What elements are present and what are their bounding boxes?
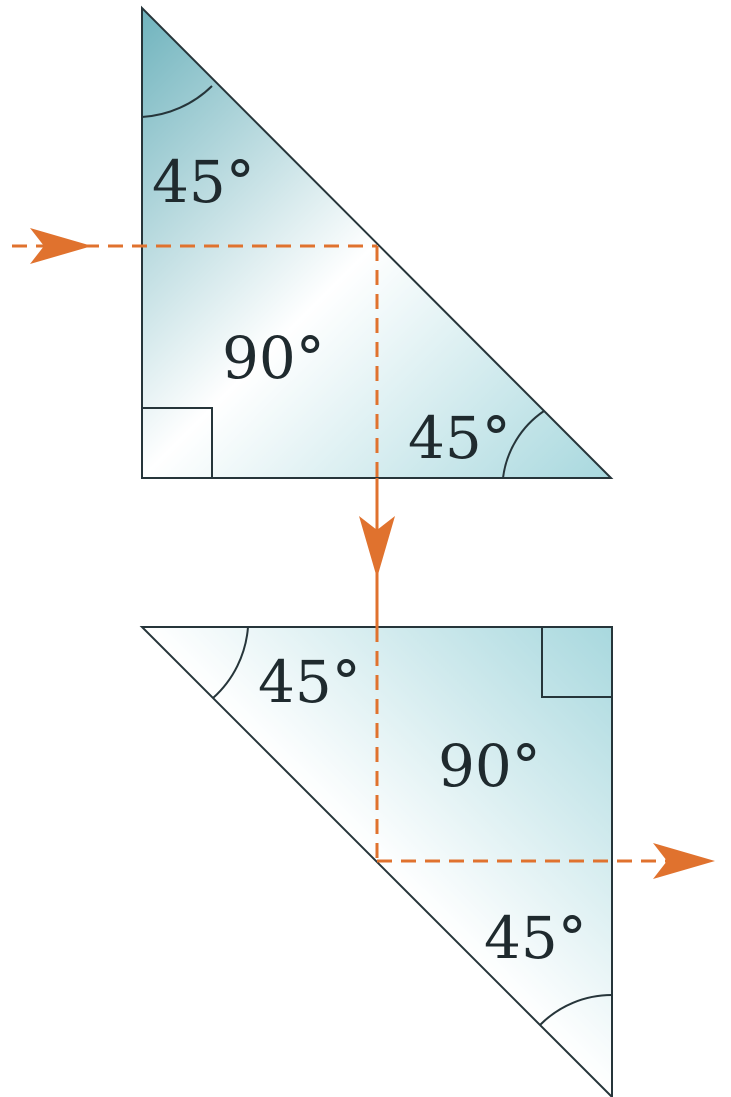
top-prism: 45° 90° 45° (141, 5, 614, 479)
ray-incoming-arrowhead (30, 228, 92, 264)
bottom-prism-right-angle-mark (541, 627, 612, 698)
top-prism-right-angle-mark (142, 407, 213, 478)
top-prism-base-arc (502, 410, 545, 479)
top-prism-apex-angle-label: 45° (152, 148, 255, 216)
top-prism-apex-arc (141, 85, 213, 118)
bottom-prism-top-angle-label: 45° (258, 648, 361, 716)
bottom-prism-bottom-arc (539, 993, 613, 1026)
top-prism-base-angle-label: 45° (408, 404, 511, 472)
ray-outgoing-arrowhead (653, 843, 715, 879)
bottom-prism-top-arc (212, 626, 249, 699)
top-prism-right-angle-label: 90° (222, 324, 325, 392)
light-ray (12, 228, 715, 879)
bottom-prism-right-angle-label: 90° (438, 732, 541, 800)
bottom-prism-bottom-angle-label: 45° (484, 904, 587, 972)
ray-down-arrowhead (359, 516, 395, 578)
